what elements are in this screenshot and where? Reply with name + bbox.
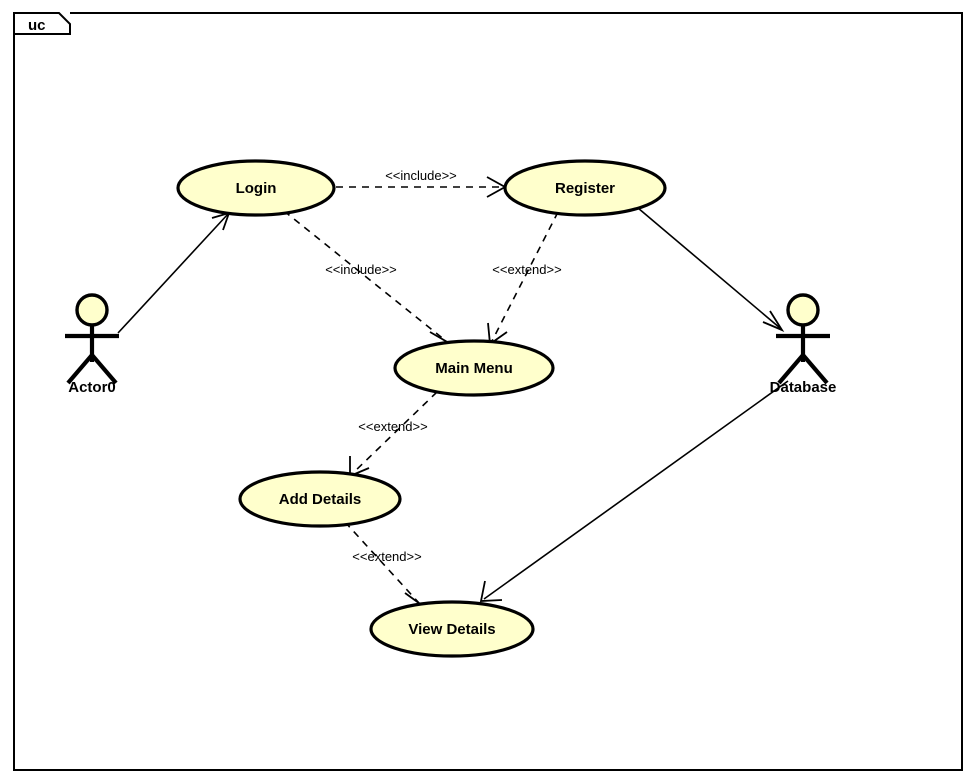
edge-database-view-details <box>479 380 789 602</box>
use-case-login-label: Login <box>236 180 277 197</box>
actor-database-leg-left <box>777 353 805 385</box>
register-database-line <box>637 207 781 329</box>
edge-add-details-view-details: <<extend>> <box>344 521 426 612</box>
edge-register-main-menu: <<extend>> <box>487 211 562 346</box>
actor-database-leg-right <box>801 353 829 385</box>
actor-actor0-leg-left <box>66 353 94 385</box>
actor-actor0-head-icon <box>75 293 109 327</box>
main-menu-add-details-line <box>352 391 438 474</box>
edge-main-menu-add-details: <<extend>> <box>349 391 438 478</box>
edge-actor0-login <box>117 211 231 334</box>
add-details-view-details-line <box>344 521 420 604</box>
frame-label: uc <box>28 17 46 34</box>
actor-database[interactable]: Database <box>770 293 837 396</box>
use-case-view-details-shape[interactable] <box>369 600 535 658</box>
use-case-login-shape[interactable] <box>176 159 336 217</box>
use-case-login[interactable]: Login <box>176 159 336 217</box>
diagram-frame: uc <box>13 12 963 771</box>
database-view-details-arrowhead <box>479 580 503 602</box>
register-main-menu-line <box>491 211 559 342</box>
frame-border-path <box>13 12 963 771</box>
stereotype-extend-mainmenu-adddetails: <<extend>> <box>358 419 427 434</box>
actor-actor0-label: Actor0 <box>68 379 116 396</box>
use-case-add-details-shape[interactable] <box>238 470 402 528</box>
use-case-register-shape[interactable] <box>503 159 667 217</box>
use-case-main-menu-shape[interactable] <box>393 339 555 397</box>
actor-actor0[interactable]: Actor0 <box>65 293 119 396</box>
use-case-register-label: Register <box>555 180 615 197</box>
use-case-main-menu[interactable]: Main Menu <box>393 339 555 397</box>
database-view-details-line <box>483 380 789 600</box>
use-case-view-details[interactable]: View Details <box>369 600 535 658</box>
edge-login-register: <<include>> <box>336 168 507 198</box>
stereotype-extend-register-mainmenu: <<extend>> <box>492 262 561 277</box>
use-case-main-menu-label: Main Menu <box>435 360 513 377</box>
actor-actor0-leg-right <box>90 353 118 385</box>
edge-login-main-menu: <<include>> <box>283 210 452 351</box>
actor-database-label: Database <box>770 379 837 396</box>
actor-database-head-icon <box>786 293 820 327</box>
use-case-add-details[interactable]: Add Details <box>238 470 402 528</box>
stereotype-include-login-register: <<include>> <box>385 168 457 183</box>
stereotype-extend-adddetails-viewdetails: <<extend>> <box>352 549 421 564</box>
edge-register-database <box>637 207 785 332</box>
actor0-login-line <box>117 213 229 334</box>
frame-tab-shape <box>13 12 71 35</box>
use-case-view-details-label: View Details <box>408 621 495 638</box>
stereotype-include-login-mainmenu: <<include>> <box>325 262 397 277</box>
login-main-menu-line <box>283 210 447 342</box>
register-database-arrowhead <box>762 310 785 332</box>
use-case-add-details-label: Add Details <box>279 491 362 508</box>
use-case-register[interactable]: Register <box>503 159 667 217</box>
